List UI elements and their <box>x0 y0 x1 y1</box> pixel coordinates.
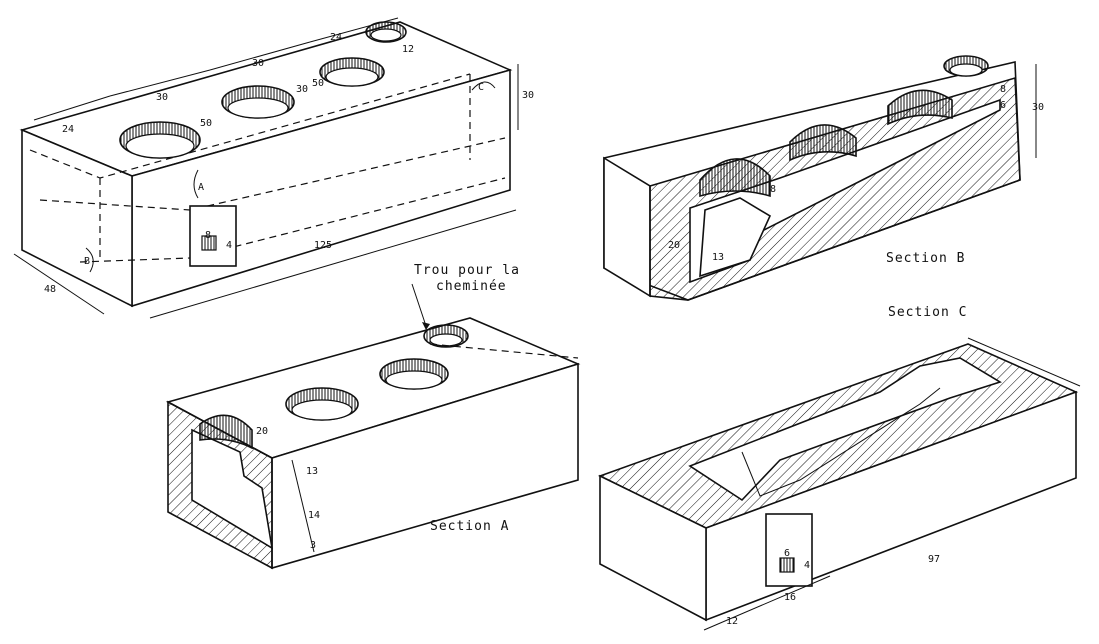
flue-port <box>201 235 217 251</box>
block-section-b: 30 8 20 13 8 6 Section B <box>603 55 1044 301</box>
dim-12: 12 <box>402 44 414 55</box>
hole-2-floor <box>227 97 289 119</box>
dim-8: 8 <box>205 230 211 241</box>
dim-30a: 30 <box>156 92 168 103</box>
section-a-arrowhead <box>422 322 430 330</box>
section-c-dim-16: 16 <box>784 592 796 603</box>
section-a-dim-13: 13 <box>306 466 318 477</box>
hole-1-floor <box>125 133 195 159</box>
section-c-flue-port <box>779 557 795 573</box>
section-c-flue-opening <box>765 513 813 587</box>
section-a-hole-cut <box>199 414 253 450</box>
marker-c: C <box>478 82 484 93</box>
marker-a: A <box>198 182 204 193</box>
block-section-c: 97 12 16 6 4 Section C <box>597 305 1081 631</box>
section-c-channel <box>688 357 1002 502</box>
dim-30b: 30 <box>252 58 264 69</box>
dim-24b: 24 <box>330 32 342 43</box>
section-a-annotation-2: cheminée <box>436 279 507 294</box>
dim-50a: 50 <box>200 118 212 129</box>
block-section-a: 20 13 14 3 Trou pour la cheminée Section… <box>165 263 581 570</box>
dim-30d: 30 <box>522 90 534 101</box>
section-c-dim-6: 6 <box>784 548 790 559</box>
section-b-dim-13: 13 <box>712 252 724 263</box>
dim-line-top-2 <box>109 69 211 97</box>
section-b-hole-1 <box>699 158 771 198</box>
dim-line-top-3 <box>209 41 311 71</box>
section-a-hole-1-floor <box>291 399 353 421</box>
dim-line-width <box>13 253 105 315</box>
hole-4-floor <box>370 28 402 42</box>
section-b-dim-6: 6 <box>1000 100 1006 111</box>
section-c-dim-12: 12 <box>726 616 738 627</box>
section-a-annotation-arrow <box>411 283 427 327</box>
section-a-dim-3: 3 <box>310 540 316 551</box>
end-face <box>21 128 133 308</box>
section-a-hidden-line <box>429 343 579 359</box>
marker-c-arc <box>471 81 496 91</box>
section-b-dim-8: 8 <box>770 184 776 195</box>
section-b-hole-4-floor <box>949 63 983 77</box>
section-b-dim-8b: 8 <box>1000 84 1006 95</box>
section-a-caption: Section A <box>430 519 509 534</box>
marker-b: B <box>84 256 90 267</box>
section-c-dim-line-bottom <box>703 575 831 631</box>
marker-a-arc <box>193 169 199 199</box>
section-b-caption: Section B <box>886 251 965 266</box>
section-b-hole-2 <box>789 124 857 162</box>
dim-30c: 30 <box>296 84 308 95</box>
block-top-left: 24 30 30 24 12 50 30 30 50 125 48 8 4 A … <box>13 17 534 319</box>
dim-48: 48 <box>44 284 56 295</box>
section-a-dim-14: 14 <box>308 510 320 521</box>
hole-3-floor <box>325 67 379 87</box>
dim-line-length <box>149 209 517 319</box>
section-a-hole-2-floor <box>385 370 443 390</box>
section-c-dim-4: 4 <box>804 560 810 571</box>
dim-line-top-4 <box>309 17 399 43</box>
section-b-chamber <box>699 197 772 278</box>
marker-b-arc <box>85 247 94 273</box>
dim-4: 4 <box>226 240 232 251</box>
section-c-channel-floor <box>741 387 941 497</box>
dim-line-top-1 <box>33 95 111 121</box>
dim-125: 125 <box>314 240 332 251</box>
section-b-dim-20: 20 <box>668 240 680 251</box>
section-a-dim-line <box>291 459 315 553</box>
section-a-cavity <box>191 428 274 550</box>
section-a-dim-20: 20 <box>256 426 268 437</box>
dim-50b: 50 <box>312 78 324 89</box>
dim-24a: 24 <box>62 124 74 135</box>
section-c-end-face <box>599 474 707 622</box>
section-a-annotation-1: Trou pour la <box>414 263 520 278</box>
section-b-hole-3 <box>887 89 953 126</box>
section-b-channel <box>689 98 1001 284</box>
section-c-caption: Section C <box>888 305 967 320</box>
section-b-dim-30: 30 <box>1032 102 1044 113</box>
section-c-dim-97: 97 <box>928 554 940 565</box>
section-c-dim-line-top <box>967 337 1081 387</box>
